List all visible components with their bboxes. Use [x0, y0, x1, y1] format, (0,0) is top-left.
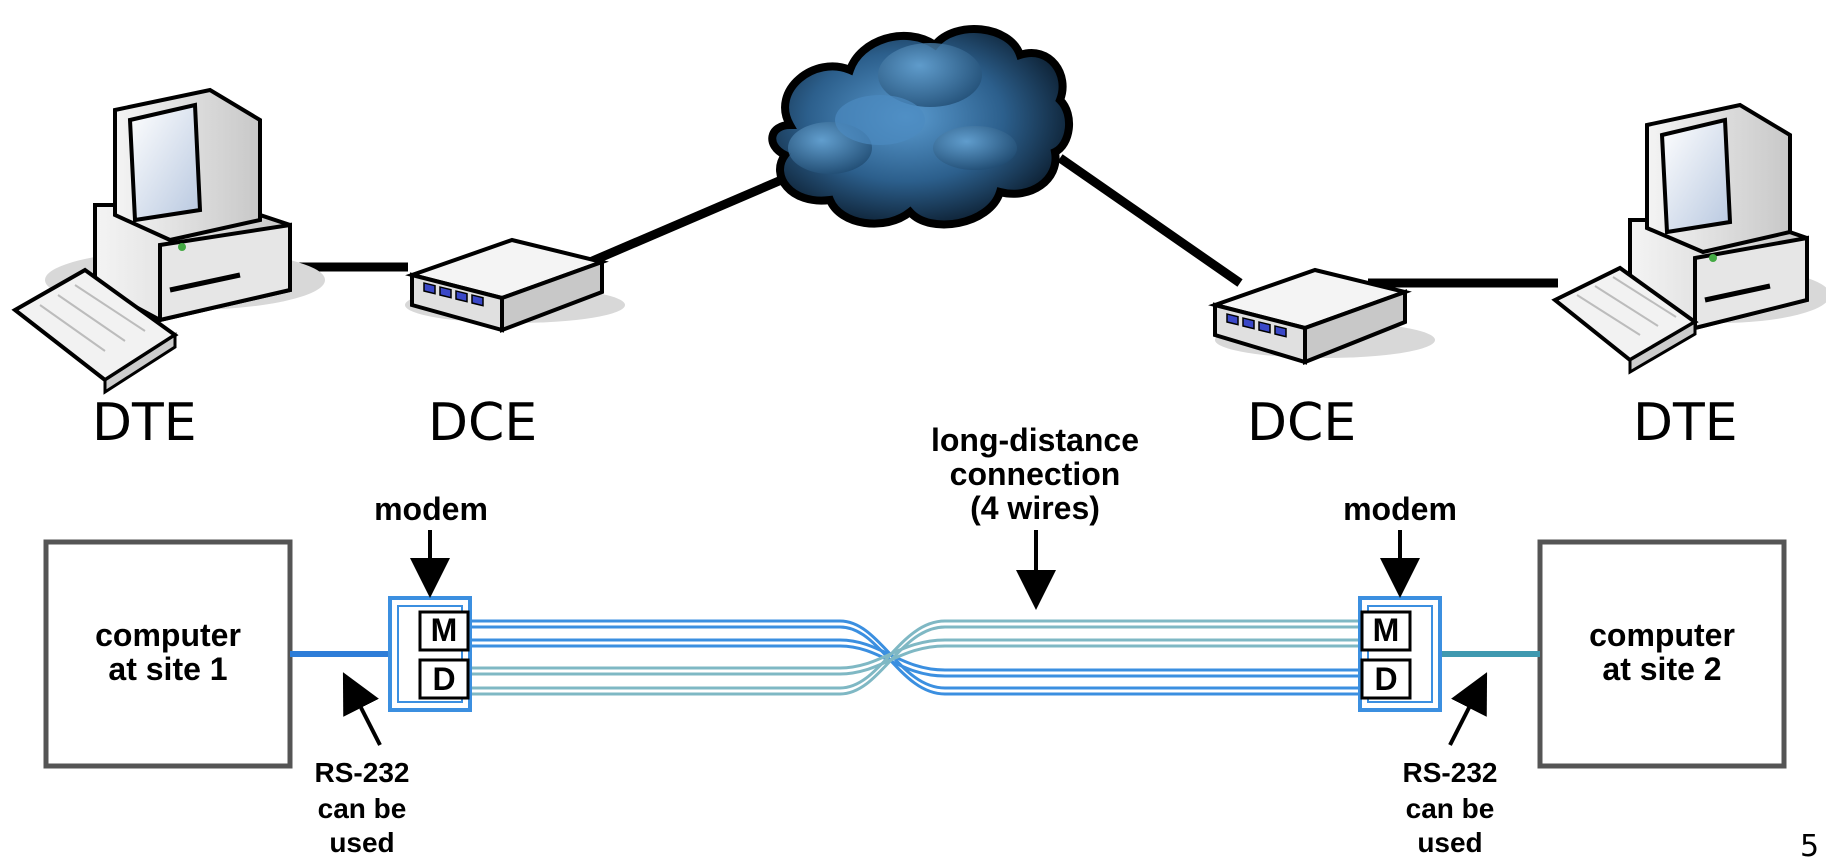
- modem-right-icon: [1208, 267, 1435, 365]
- label-long-distance-line1: long-distance: [931, 422, 1139, 458]
- computer-site-1-line2: at site 1: [108, 651, 227, 687]
- label-dte-left: DTE: [92, 393, 197, 453]
- label-rs232-right-line2: can be: [1406, 793, 1495, 824]
- modem-right-d-cell: [1360, 658, 1412, 700]
- link-dce-cloud-left: [588, 167, 802, 267]
- modem-right-d-label: D: [1374, 661, 1397, 697]
- network-cloud-icon: [768, 25, 1074, 229]
- wire-4: [470, 619, 1360, 696]
- computer-site-2-box: [1537, 539, 1787, 769]
- top-links: [280, 154, 1558, 288]
- computer-site-1-box: [43, 539, 293, 769]
- label-rs232-left-line2: can be: [318, 793, 407, 824]
- modem-left-m-label: M: [431, 612, 458, 648]
- modem-right-m-label: M: [1373, 612, 1400, 648]
- label-long-distance-line3: (4 wires): [970, 490, 1100, 526]
- modem-left-d-cell: [418, 658, 470, 700]
- computer-site-1-line1: computer: [95, 617, 241, 653]
- computer-site-2-line2: at site 2: [1602, 651, 1721, 687]
- modem-left-icon: [405, 237, 625, 333]
- arrow-rs232-left: [342, 672, 382, 746]
- label-rs232-left-line1: RS-232: [315, 757, 410, 788]
- label-modem-right: modem: [1343, 491, 1457, 527]
- label-dte-right: DTE: [1633, 393, 1738, 453]
- modem-right-box: M D: [1358, 596, 1442, 712]
- label-long-distance-line2: connection: [950, 456, 1121, 492]
- label-dce-left: DCE: [428, 393, 537, 453]
- four-wire-bundle: [470, 619, 1360, 696]
- modem-left-d-label: D: [432, 661, 455, 697]
- page-number: 5: [1800, 829, 1819, 859]
- label-rs232-right-line1: RS-232: [1403, 757, 1498, 788]
- modem-right-m-cell: [1360, 610, 1412, 652]
- link-cloud-dce-right: [1057, 154, 1243, 287]
- computer-left-icon: [11, 87, 325, 395]
- computer-site-2-line1: computer: [1589, 617, 1735, 653]
- modem-left-box: M D: [388, 596, 472, 712]
- label-modem-left: modem: [374, 491, 488, 527]
- label-rs232-left-line3: used: [329, 827, 394, 858]
- arrow-rs232-right: [1448, 672, 1488, 746]
- modem-left-m-cell: [418, 610, 470, 652]
- label-rs232-right-line3: used: [1417, 827, 1482, 858]
- label-dce-right: DCE: [1247, 393, 1356, 453]
- computer-right-icon: [1551, 102, 1826, 375]
